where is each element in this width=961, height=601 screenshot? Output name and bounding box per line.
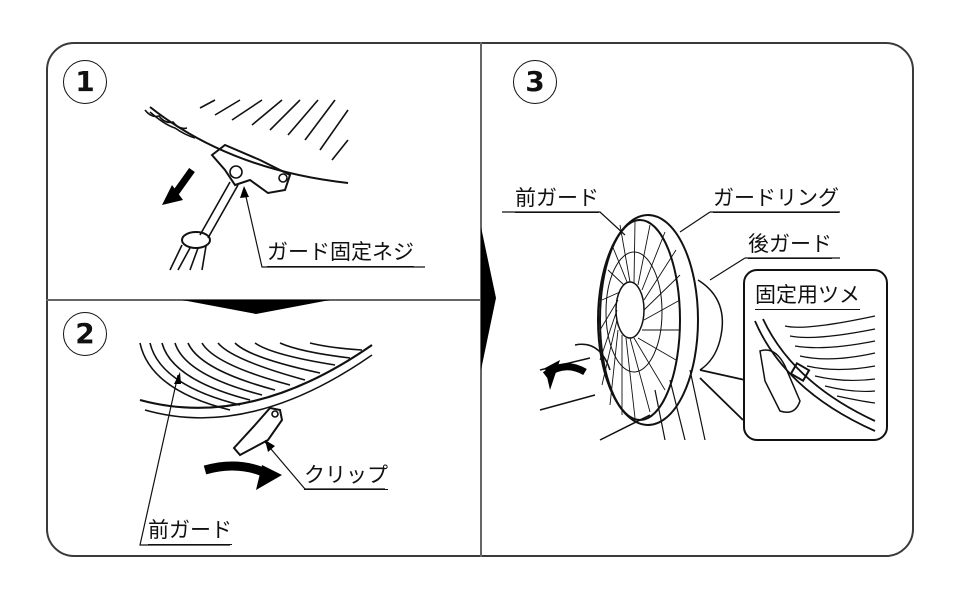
label-fixing-tab: 固定用ツメ <box>755 285 860 310</box>
label-front-guard-step3: 前ガード <box>515 188 599 213</box>
step-number-3: 3 <box>513 60 557 104</box>
step2-illustration <box>139 342 385 546</box>
label-clip: クリップ <box>304 465 388 490</box>
right-arrow-icon <box>481 227 496 370</box>
label-guard-fixing-screw: ガード固定ネジ <box>267 242 414 267</box>
label-guard-ring: ガードリング <box>713 188 839 213</box>
label-rear-guard: 後ガード <box>748 234 832 259</box>
label-front-guard-step2: 前ガード <box>148 520 232 545</box>
step-number-1: 1 <box>63 60 107 104</box>
step1-illustration <box>144 99 425 271</box>
fixing-tab-detail-illustration <box>754 315 876 432</box>
step-number-2: 2 <box>63 312 107 356</box>
down-arrow-icon <box>182 300 330 314</box>
fixing-tab-callout: 固定用ツメ <box>743 269 888 441</box>
